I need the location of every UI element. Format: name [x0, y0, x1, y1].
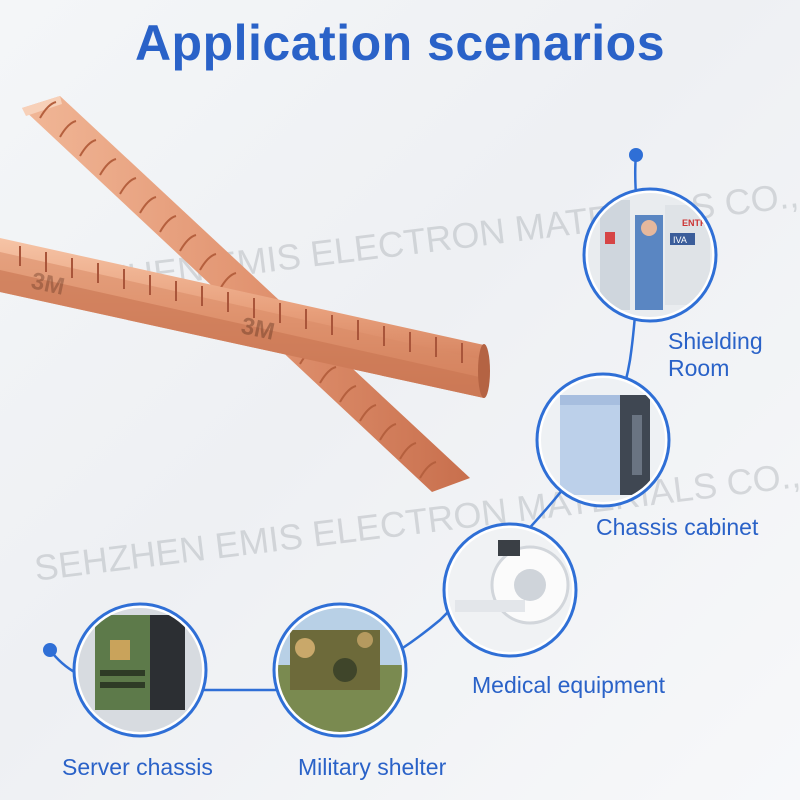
label-military-shelter: Military shelter — [298, 754, 447, 780]
sign-text-2: IVA — [673, 235, 687, 245]
label-shielding-room: Shielding Room — [668, 328, 788, 382]
label-shielding-line1: Shielding — [668, 328, 763, 354]
chassis-cabinet-image — [535, 372, 671, 508]
sign-text-1: ENTRE — [682, 218, 713, 228]
label-server-chassis: Server chassis — [62, 754, 213, 780]
page-title: Application scenarios — [134, 15, 666, 71]
shielding-room-image: ENTRE IVA — [582, 187, 718, 323]
server-chassis-image — [72, 602, 208, 738]
label-medical-equipment: Medical equipment — [472, 672, 666, 698]
connector-dot-start — [43, 643, 57, 657]
copper-strip-horizontal: 3M 3M — [0, 238, 490, 398]
label-chassis-cabinet: Chassis cabinet — [596, 514, 759, 540]
label-shielding-line2: Room — [668, 355, 730, 381]
medical-equipment-image — [442, 522, 578, 658]
connector-dot-end — [629, 148, 643, 162]
military-shelter-image — [272, 602, 408, 738]
